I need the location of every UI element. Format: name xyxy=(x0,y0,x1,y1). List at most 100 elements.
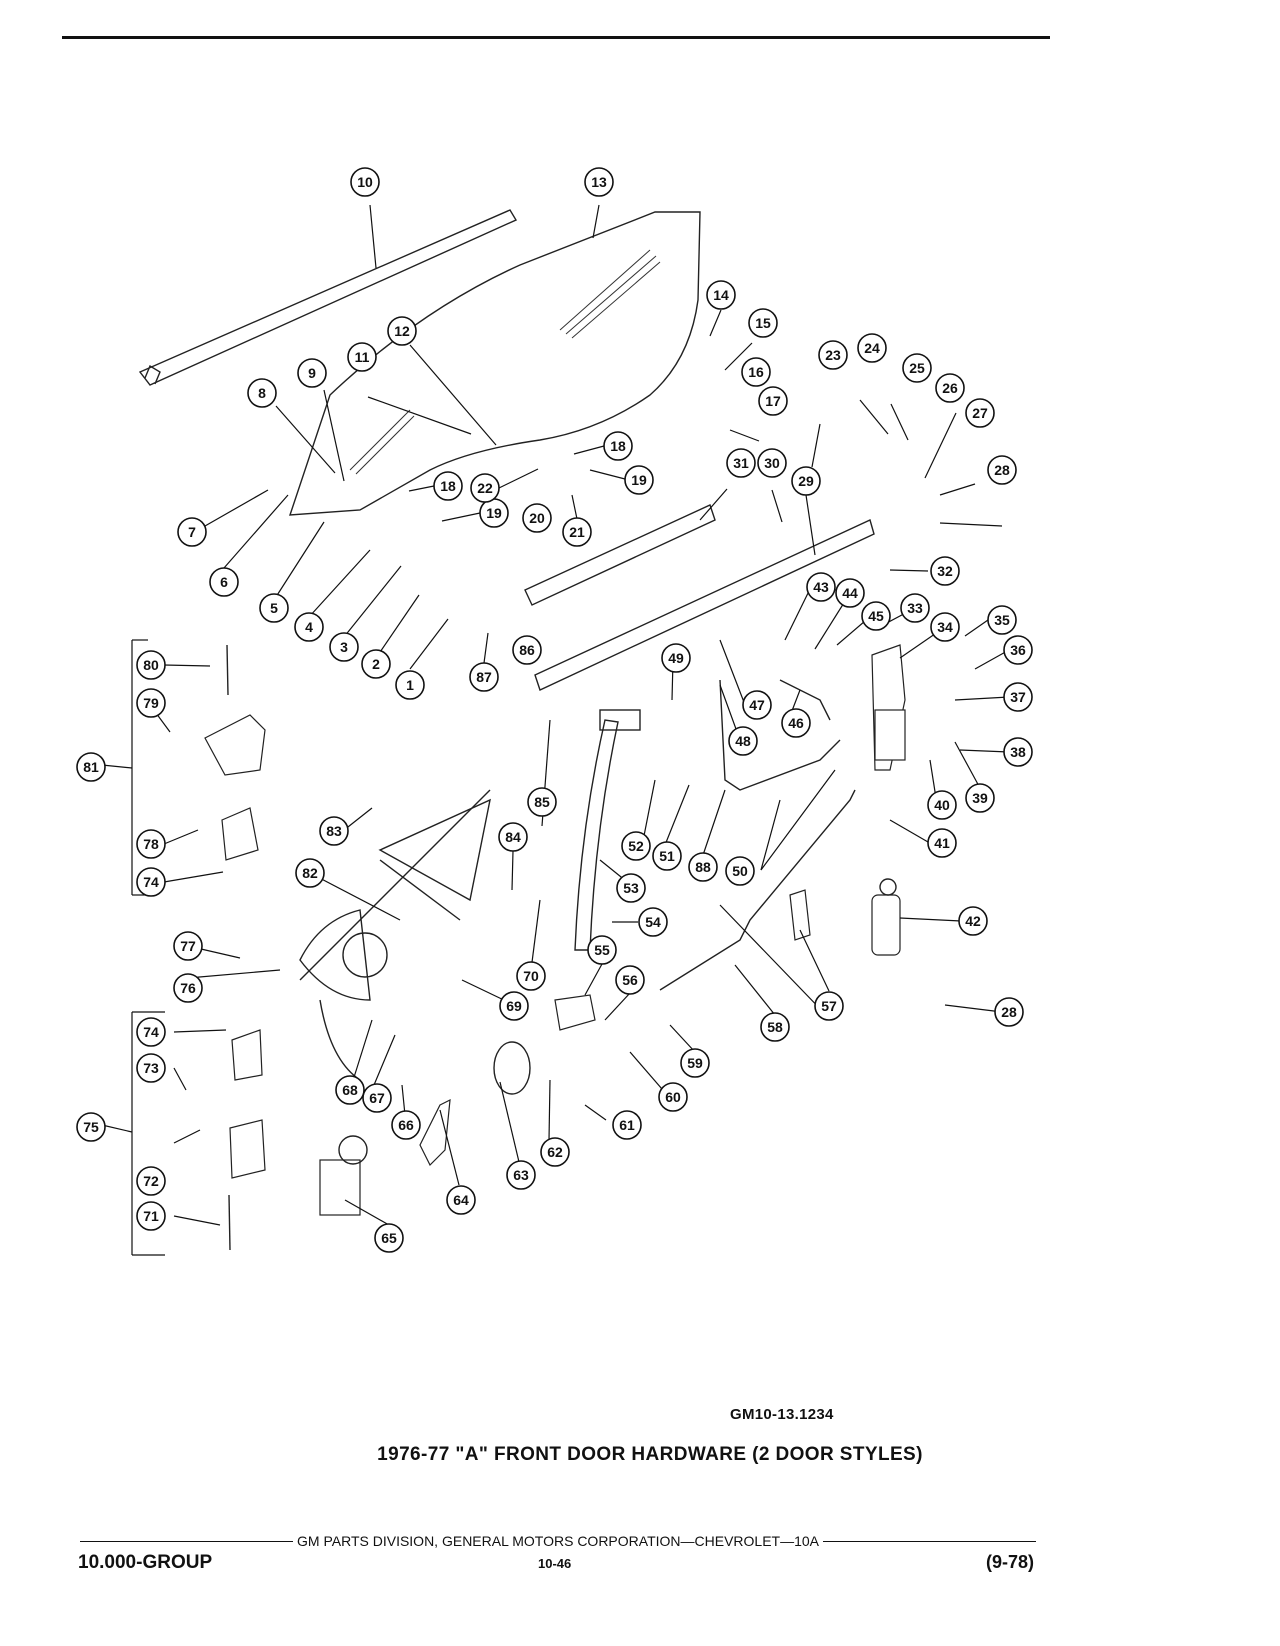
svg-text:61: 61 xyxy=(619,1117,635,1133)
callout-7: 7 xyxy=(177,517,207,547)
callout-50: 50 xyxy=(725,856,755,886)
callout-3: 3 xyxy=(329,632,359,662)
callout-47: 47 xyxy=(742,690,772,720)
callout-43: 43 xyxy=(806,572,836,602)
callout-12: 12 xyxy=(387,316,417,346)
svg-text:31: 31 xyxy=(733,455,749,471)
svg-text:57: 57 xyxy=(821,998,837,1014)
svg-text:27: 27 xyxy=(972,405,988,421)
callout-58: 58 xyxy=(760,1012,790,1042)
svg-text:47: 47 xyxy=(749,697,765,713)
svg-text:25: 25 xyxy=(909,360,925,376)
callout-67: 67 xyxy=(362,1083,392,1113)
callout-39: 39 xyxy=(965,783,995,813)
callout-85: 85 xyxy=(527,787,557,817)
callout-63: 63 xyxy=(506,1160,536,1190)
svg-text:86: 86 xyxy=(519,642,535,658)
svg-text:4: 4 xyxy=(305,619,313,635)
svg-text:15: 15 xyxy=(755,315,771,331)
callout-4: 4 xyxy=(294,612,324,642)
callout-61: 61 xyxy=(612,1110,642,1140)
rear-guide-channel-illustration xyxy=(524,504,875,691)
svg-text:59: 59 xyxy=(687,1055,703,1071)
svg-text:53: 53 xyxy=(623,880,639,896)
svg-text:88: 88 xyxy=(695,859,711,875)
footer-dash-right xyxy=(823,1540,1037,1542)
svg-text:16: 16 xyxy=(748,364,764,380)
callout-41: 41 xyxy=(927,828,957,858)
callout-2: 2 xyxy=(361,649,391,679)
svg-text:79: 79 xyxy=(143,695,159,711)
callout-83: 83 xyxy=(319,816,349,846)
exploded-parts-diagram: 1 2 3 4 5 6 7 8 9 10 11 12 13 14 15 16 1… xyxy=(76,167,1033,1256)
callout-10: 10 xyxy=(350,167,380,197)
svg-text:30: 30 xyxy=(764,455,780,471)
svg-text:24: 24 xyxy=(864,340,880,356)
lock-rods-illustration xyxy=(659,679,856,991)
callout-24: 24 xyxy=(857,333,887,363)
svg-text:55: 55 xyxy=(594,942,610,958)
svg-text:14: 14 xyxy=(713,287,729,303)
callout-74: 74 xyxy=(136,1017,166,1047)
callout-25: 25 xyxy=(902,353,932,383)
svg-text:78: 78 xyxy=(143,836,159,852)
power-actuator-illustration xyxy=(871,878,901,956)
svg-text:74: 74 xyxy=(143,1024,159,1040)
svg-text:83: 83 xyxy=(326,823,342,839)
callout-1: 1 xyxy=(395,670,425,700)
callout-26: 26 xyxy=(935,373,965,403)
svg-text:11: 11 xyxy=(355,349,370,365)
svg-text:51: 51 xyxy=(659,848,675,864)
window-regulator-illustration xyxy=(299,789,491,1081)
glass-run-channel-illustration xyxy=(574,709,641,951)
svg-text:84: 84 xyxy=(505,829,521,845)
svg-text:64: 64 xyxy=(453,1192,469,1208)
callout-80: 80 xyxy=(136,650,166,680)
svg-text:82: 82 xyxy=(302,865,318,881)
svg-text:58: 58 xyxy=(767,1019,783,1035)
svg-text:18: 18 xyxy=(440,478,456,494)
callout-34: 34 xyxy=(930,612,960,642)
callout-22: 22 xyxy=(470,473,500,503)
svg-text:29: 29 xyxy=(798,473,814,489)
callout-32: 32 xyxy=(930,556,960,586)
svg-text:77: 77 xyxy=(180,938,196,954)
svg-text:37: 37 xyxy=(1010,689,1026,705)
callout-19b: 19 xyxy=(479,498,509,528)
callout-52: 52 xyxy=(621,831,651,861)
callout-8: 8 xyxy=(247,378,277,408)
callout-36: 36 xyxy=(1003,635,1033,665)
callout-42: 42 xyxy=(958,906,988,936)
svg-text:45: 45 xyxy=(868,608,884,624)
svg-text:56: 56 xyxy=(622,972,638,988)
callout-60: 60 xyxy=(658,1082,688,1112)
callout-69: 69 xyxy=(499,991,529,1021)
svg-text:20: 20 xyxy=(529,510,545,526)
window-channel-illustration xyxy=(138,209,518,386)
callout-87: 87 xyxy=(469,662,499,692)
callout-70: 70 xyxy=(516,961,546,991)
callout-78: 78 xyxy=(136,829,166,859)
callout-21: 21 xyxy=(562,517,592,547)
callout-75: 75 xyxy=(76,1112,106,1142)
svg-text:74: 74 xyxy=(143,874,159,890)
callout-31: 31 xyxy=(726,448,756,478)
callout-11: 11 xyxy=(347,342,377,372)
svg-text:69: 69 xyxy=(506,998,522,1014)
bracket-brackets-illustration xyxy=(419,889,811,1167)
callout-14: 14 xyxy=(706,280,736,310)
callout-13: 13 xyxy=(584,167,614,197)
svg-text:41: 41 xyxy=(934,835,950,851)
svg-text:3: 3 xyxy=(340,639,348,655)
svg-text:6: 6 xyxy=(220,574,228,590)
callout-65: 65 xyxy=(374,1223,404,1253)
callout-19: 19 xyxy=(624,465,654,495)
svg-text:19: 19 xyxy=(486,505,502,521)
svg-text:43: 43 xyxy=(813,579,829,595)
svg-text:35: 35 xyxy=(994,612,1010,628)
svg-text:49: 49 xyxy=(668,650,684,666)
callout-66: 66 xyxy=(391,1110,421,1140)
hinge-lower-illustration xyxy=(228,1029,266,1251)
footer-dash-left xyxy=(80,1540,294,1542)
window-motor-illustration xyxy=(319,1135,368,1216)
